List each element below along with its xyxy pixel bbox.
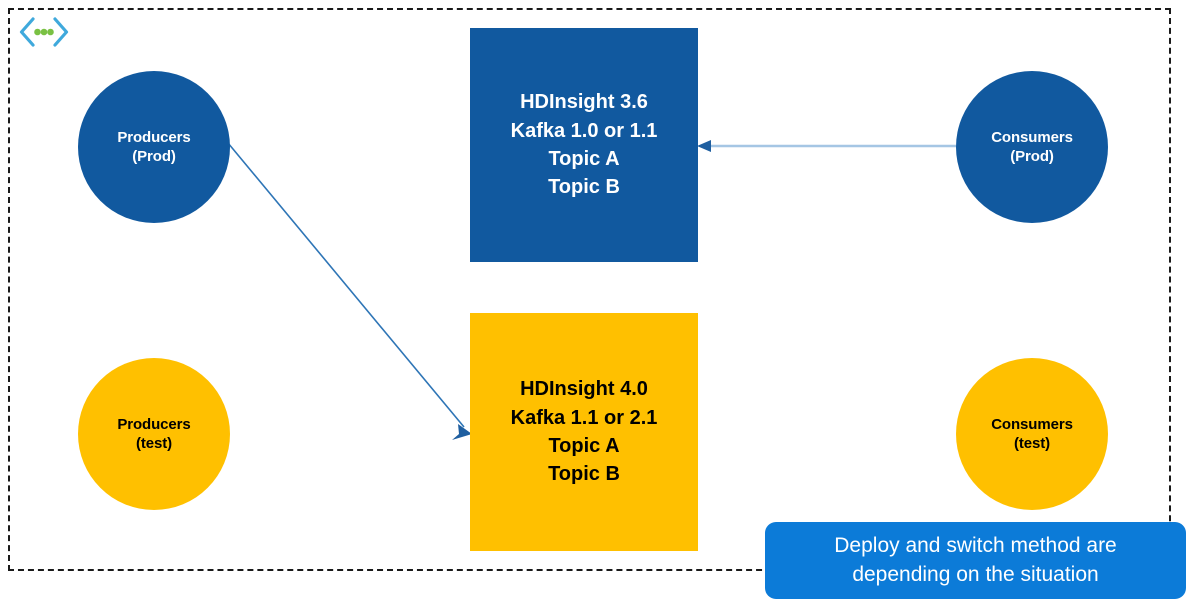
node-consumers-prod-line1: Consumers [991,128,1073,146]
cluster-hdinsight-36-topic-b: Topic B [548,176,620,199]
cluster-hdinsight-36-topic-a: Topic A [548,148,620,170]
node-consumers-test-line2: (test) [1013,435,1051,452]
callout-line2: depending on the situation [852,562,1099,586]
node-consumers-test[interactable]: Consumers (test) [956,358,1108,510]
node-producers-prod-line1: Producers [117,128,191,146]
node-consumers-prod-line2: (Prod) [1010,148,1054,165]
callout-deploy-switch-method: Deploy and switch method are depending o… [765,522,1186,599]
node-producers-test[interactable]: Producers (test) [78,358,230,510]
cluster-hdinsight-40-version: HDInsight 4.0 [520,378,648,401]
code-brackets-dots-icon [18,16,70,48]
cluster-hdinsight-40-topic-b: Topic B [548,463,620,486]
node-producers-prod[interactable]: Producers (Prod) [78,71,230,223]
cluster-hdinsight-36-kafka: Kafka 1.0 or 1.1 [510,119,658,142]
cluster-hdinsight-36-version: HDInsight 3.6 [520,91,648,114]
cluster-hdinsight-40-kafka: Kafka 1.1 or 2.1 [510,406,658,429]
diagram-boundary [8,8,1171,571]
cluster-hdinsight-36[interactable]: HDInsight 3.6 Kafka 1.0 or 1.1 Topic A T… [470,28,698,262]
node-consumers-test-line1: Consumers [991,415,1073,433]
node-consumers-prod[interactable]: Consumers (Prod) [956,71,1108,223]
callout-line1: Deploy and switch method are [834,533,1117,557]
node-producers-test-line1: Producers [117,415,191,433]
node-producers-prod-line2: (Prod) [132,148,176,165]
cluster-hdinsight-40-topic-a: Topic A [548,435,620,457]
cluster-hdinsight-40[interactable]: HDInsight 4.0 Kafka 1.1 or 2.1 Topic A T… [470,313,698,551]
node-producers-test-line2: (test) [135,435,173,452]
